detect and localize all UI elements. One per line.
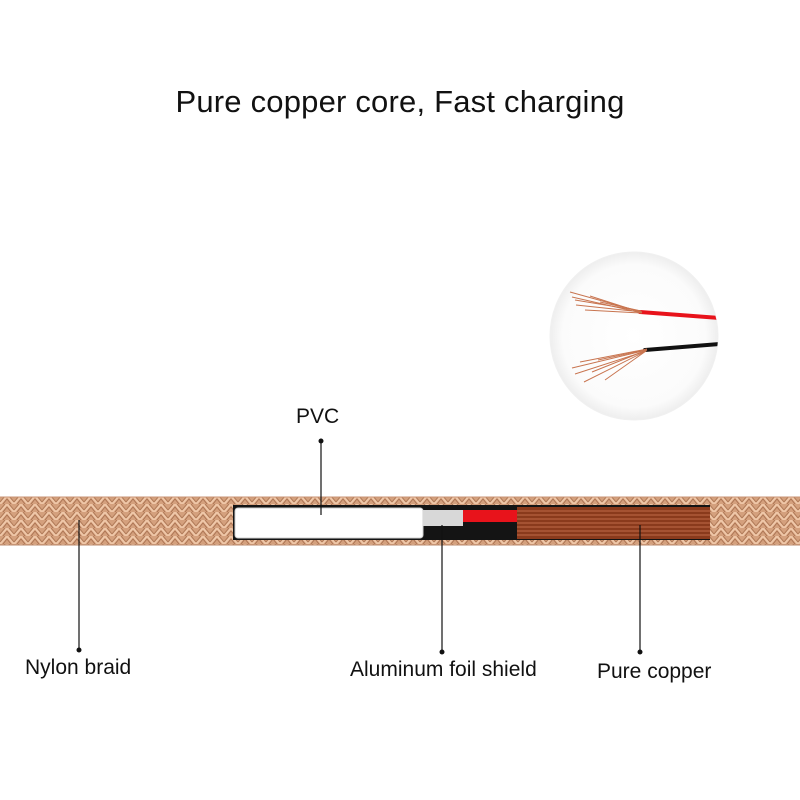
copper-strands-top [569, 291, 643, 314]
copper-leader-dot [637, 649, 643, 655]
aluminum-foil-layer [423, 510, 463, 526]
nylon-braid-leader-dot [76, 647, 82, 653]
copper-strands-bottom [571, 348, 648, 383]
black-insulated-wire [643, 342, 718, 352]
red-wire-insulation [463, 510, 517, 522]
cable-cutaway [233, 505, 710, 540]
pvc-leader-dot [318, 438, 324, 444]
pure-copper-label: Pure copper [597, 660, 712, 683]
red-insulated-wire [638, 310, 718, 320]
headline: Pure copper core, Fast charging [175, 84, 625, 119]
aluminum-foil-shield-label: Aluminum foil shield [350, 658, 537, 681]
nylon-braid-label: Nylon braid [25, 656, 132, 679]
copper-core-strands [517, 510, 710, 536]
stripped-wire-photo [549, 251, 719, 421]
foil-leader-dot [439, 649, 445, 655]
pvc-layer [234, 507, 424, 539]
pvc-label: PVC [296, 405, 340, 428]
